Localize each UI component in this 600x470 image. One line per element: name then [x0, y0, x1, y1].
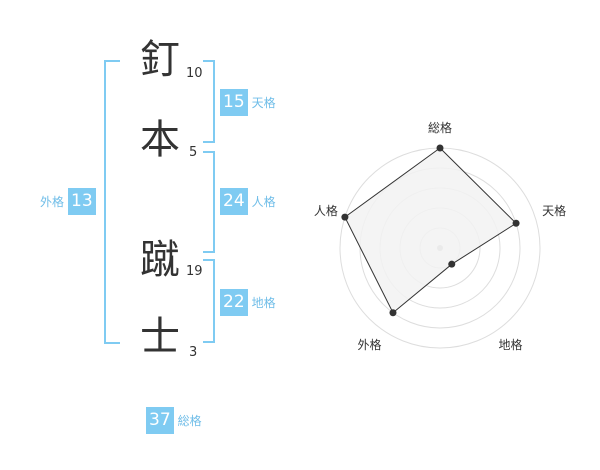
radar-point: [512, 219, 520, 227]
tenkaku-bracket: [203, 60, 215, 143]
radar-axis-label: 外格: [357, 337, 381, 352]
name-char-4: 士: [140, 314, 180, 360]
stroke-count-3: 19: [186, 264, 203, 279]
name-char-2: 本: [140, 117, 180, 163]
chikaku-value: 22: [220, 289, 248, 316]
soukaku-badge: 37 総格: [146, 407, 202, 434]
gaikaku-value: 13: [68, 188, 96, 215]
tenkaku-badge: 15 天格: [220, 89, 276, 116]
jinkaku-badge: 24 人格: [220, 188, 276, 215]
radar-axis-label: 地格: [498, 337, 522, 352]
jinkaku-label: 人格: [251, 195, 276, 209]
radar-axis-label: 総格: [428, 120, 452, 135]
chikaku-bracket: [203, 259, 215, 343]
stroke-count-2: 5: [189, 145, 198, 160]
name-char-3: 蹴: [140, 237, 180, 283]
gaikaku-badge: 外格 13: [40, 188, 96, 215]
soukaku-label: 総格: [177, 414, 202, 428]
radar-point: [448, 260, 456, 268]
tenkaku-label: 天格: [251, 96, 276, 110]
chikaku-badge: 22 地格: [220, 289, 276, 316]
radar-point: [341, 213, 349, 221]
chikaku-label: 地格: [251, 296, 276, 310]
jinkaku-bracket: [203, 151, 215, 253]
radar-points: [341, 144, 520, 317]
radar-axis-label: 天格: [542, 203, 566, 218]
tenkaku-value: 15: [220, 89, 248, 116]
radar-axis-label: 人格: [314, 203, 338, 218]
stroke-count-1: 10: [186, 66, 203, 81]
radar-point: [389, 309, 397, 317]
jinkaku-value: 24: [220, 188, 248, 215]
soukaku-value: 37: [146, 407, 174, 434]
gaikaku-label: 外格: [40, 195, 65, 209]
radar-area: [344, 147, 517, 314]
gaikaku-bracket: [104, 60, 120, 344]
stroke-count-4: 3: [189, 345, 198, 360]
radar-point: [436, 144, 444, 152]
name-char-1: 釘: [140, 37, 180, 83]
